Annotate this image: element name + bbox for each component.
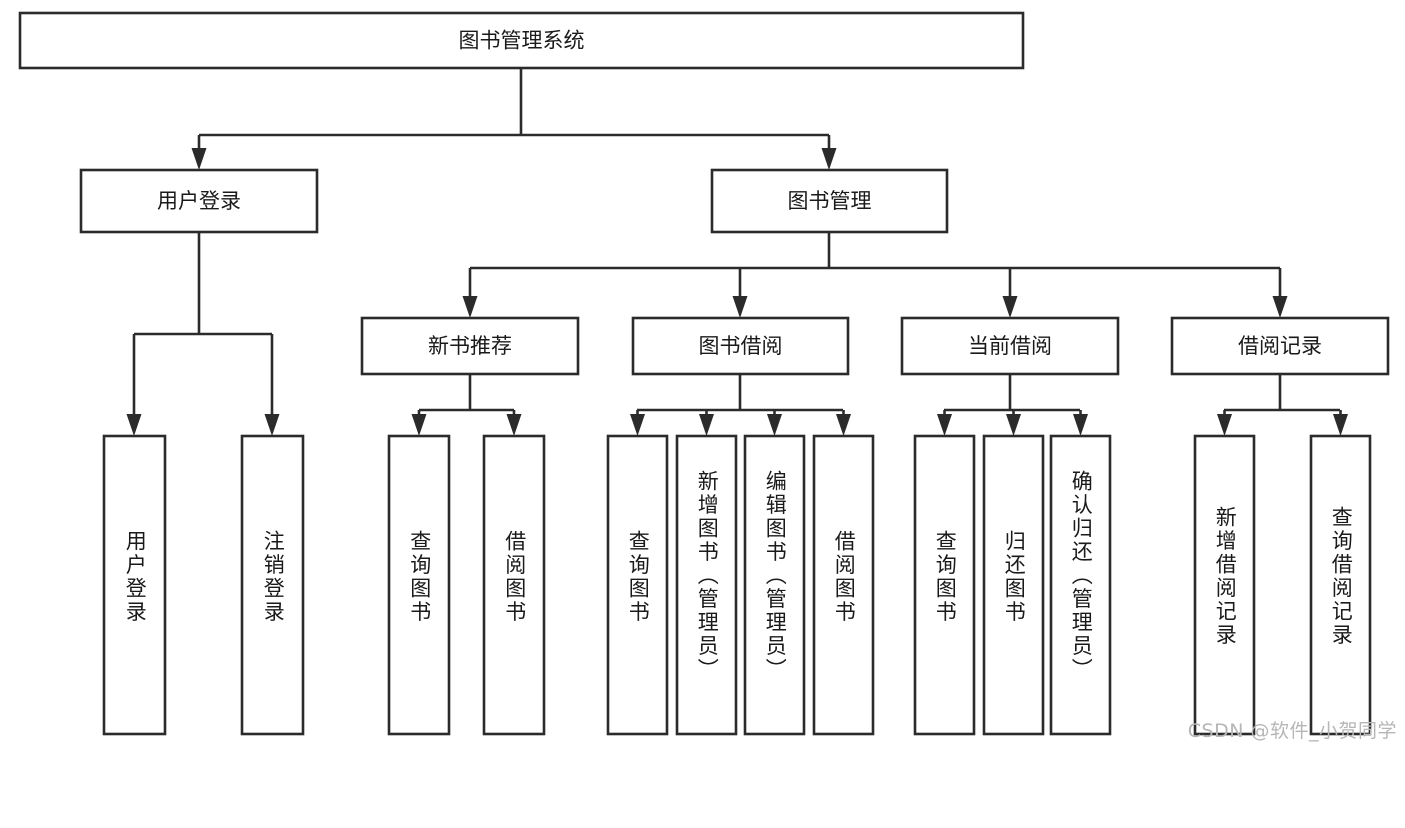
node-box-leaf-add-record[interactable]: [1193, 434, 1256, 736]
diagram-canvas: 图书管理系统用户登录图书管理新书推荐图书借阅当前借阅借阅记录 用户登录注销登录查…: [18, 11, 1396, 742]
arrow-head-icon-bookmgmt: [821, 148, 837, 170]
node-box-bookmgmt[interactable]: [710, 168, 949, 234]
node-box-leaf-query-book-2[interactable]: [606, 434, 669, 736]
arrow-head-icon-leaf-borrow-book-1: [506, 414, 522, 436]
node-box-leaf-user-login[interactable]: [102, 434, 167, 736]
arrow-head-icon-current: [1002, 296, 1018, 318]
arrow-head-icon-leaf-query-book-1: [411, 414, 427, 436]
node-label-current: 当前借阅: [968, 334, 1052, 358]
node-box-leaf-add-book[interactable]: [675, 434, 738, 736]
node-label-bookmgmt: 图书管理: [788, 189, 872, 213]
node-box-newbook[interactable]: [360, 316, 580, 376]
node-label-records: 借阅记录: [1238, 334, 1322, 358]
arrow-head-icon-newbook: [462, 296, 478, 318]
arrow-head-icon-login: [191, 148, 207, 170]
arrow-head-icon-borrow: [732, 296, 748, 318]
node-box-leaf-query-record[interactable]: [1309, 434, 1372, 736]
arrow-head-icon-leaf-add-book: [699, 414, 714, 436]
arrow-head-icon-leaf-query-record: [1333, 414, 1348, 436]
arrow-head-icon-leaf-edit-book: [767, 414, 782, 436]
box-layer: [18, 11, 1390, 736]
node-box-login[interactable]: [79, 168, 319, 234]
node-box-leaf-query-book-1[interactable]: [387, 434, 451, 736]
node-label-borrow: 图书借阅: [699, 334, 783, 358]
arrow-head-icon-leaf-query-book-2: [630, 414, 645, 436]
node-box-leaf-borrow-book-2[interactable]: [812, 434, 875, 736]
node-box-borrow[interactable]: [631, 316, 850, 376]
node-box-leaf-edit-book[interactable]: [743, 434, 806, 736]
arrow-head-icon-leaf-user-login: [126, 414, 142, 436]
arrow-head-icon-leaf-add-record: [1217, 414, 1232, 436]
arrow-head-icon-leaf-logout: [264, 414, 280, 436]
node-label-root: 图书管理系统: [459, 29, 585, 53]
arrow-head-icon-records: [1272, 296, 1288, 318]
connector-layer: [126, 68, 1348, 436]
arrow-head-icon-leaf-confirm-return: [1073, 414, 1088, 436]
node-box-current[interactable]: [900, 316, 1120, 376]
node-box-leaf-confirm-return[interactable]: [1049, 434, 1112, 736]
node-box-leaf-query-book-3[interactable]: [913, 434, 976, 736]
node-label-newbook: 新书推荐: [428, 334, 512, 358]
node-box-leaf-return-book[interactable]: [982, 434, 1045, 736]
arrow-head-icon-leaf-borrow-book-2: [836, 414, 851, 436]
node-box-root[interactable]: [18, 11, 1025, 70]
node-box-leaf-logout[interactable]: [240, 434, 305, 736]
arrow-head-icon-leaf-return-book: [1006, 414, 1021, 436]
node-box-records[interactable]: [1170, 316, 1390, 376]
arrow-head-icon-leaf-query-book-3: [937, 414, 952, 436]
node-box-leaf-borrow-book-1[interactable]: [482, 434, 546, 736]
node-label-login: 用户登录: [157, 189, 241, 213]
